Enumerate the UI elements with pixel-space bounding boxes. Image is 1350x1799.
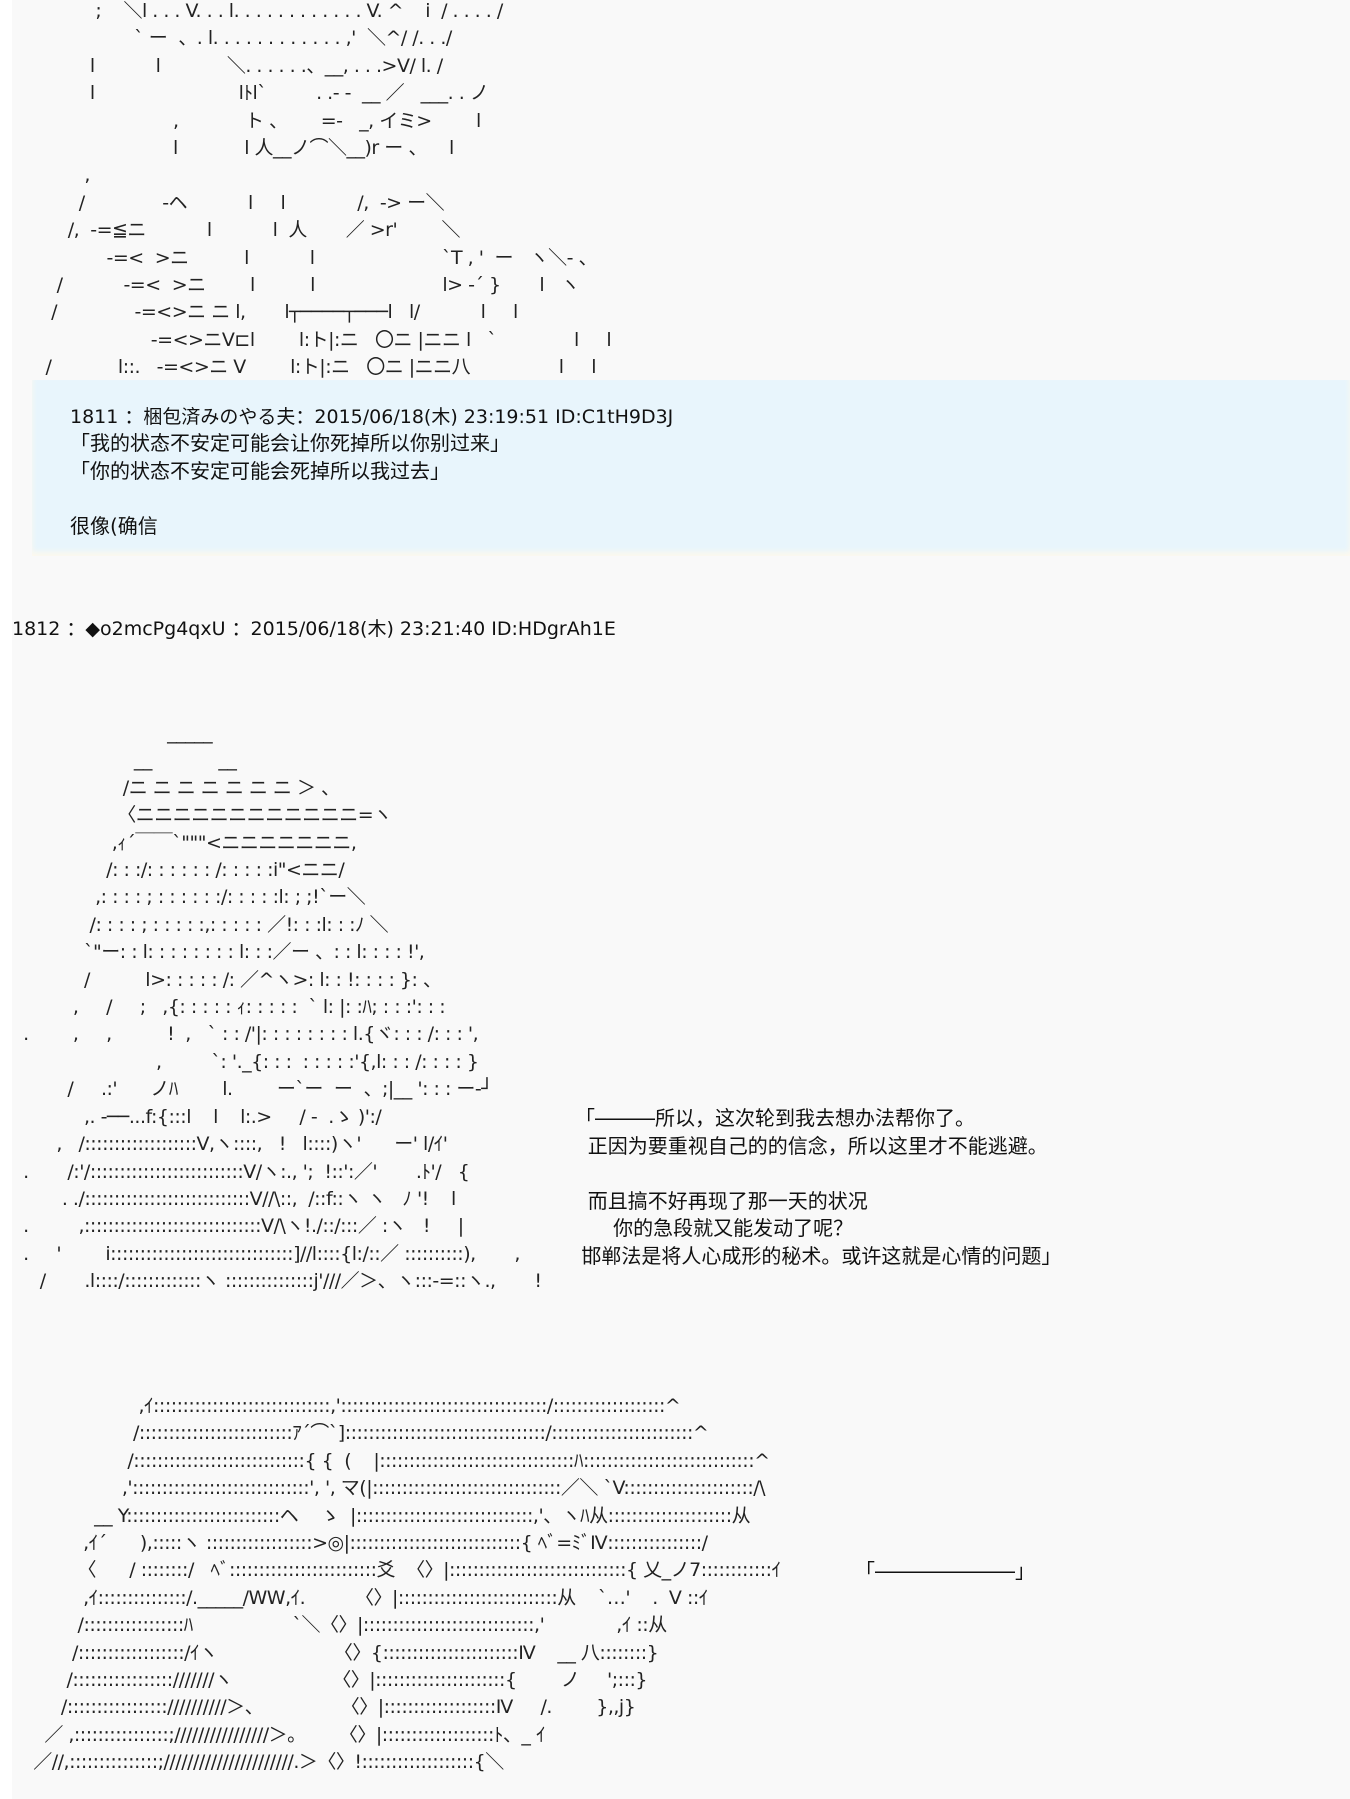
creature-ascii-art: ,ｲ::::::::::::::::::::::::::::::,'::::::… [33, 1395, 781, 1774]
hooded-character-ascii-art: _____ __ __ /ニ ニ ニ ニ ニ ニ ニ ＞ 、 〈ニニニニニニニニ… [23, 722, 542, 1293]
post-1812-header: 1812 ：◆o2mcPg4qxU ：2015/06/18(木) 23:21:4… [12, 618, 616, 640]
closing-dialogue-bracket: 「―――――――」 [855, 1559, 1035, 1583]
post-1811-body: 「我的状态不安定可能会让你死掉所以你别过来」 「你的状态不安定可能会死掉所以我过… [70, 431, 510, 538]
top-ascii-art: ; ＼l . . . V. . . l. . . . . . . . . . .… [45, 0, 612, 379]
thread-page [12, 0, 1350, 1799]
post-1812-dialogue: 「―――所以，这次轮到我去想办法帮你了。 正因为要重视自己的的信念，所以这里才不… [575, 1106, 1062, 1268]
post-1811 [32, 380, 1350, 556]
post-1811-header: 1811 ：梱包済みのやる夫：2015/06/18(木) 23:19:51 ID… [70, 406, 674, 428]
